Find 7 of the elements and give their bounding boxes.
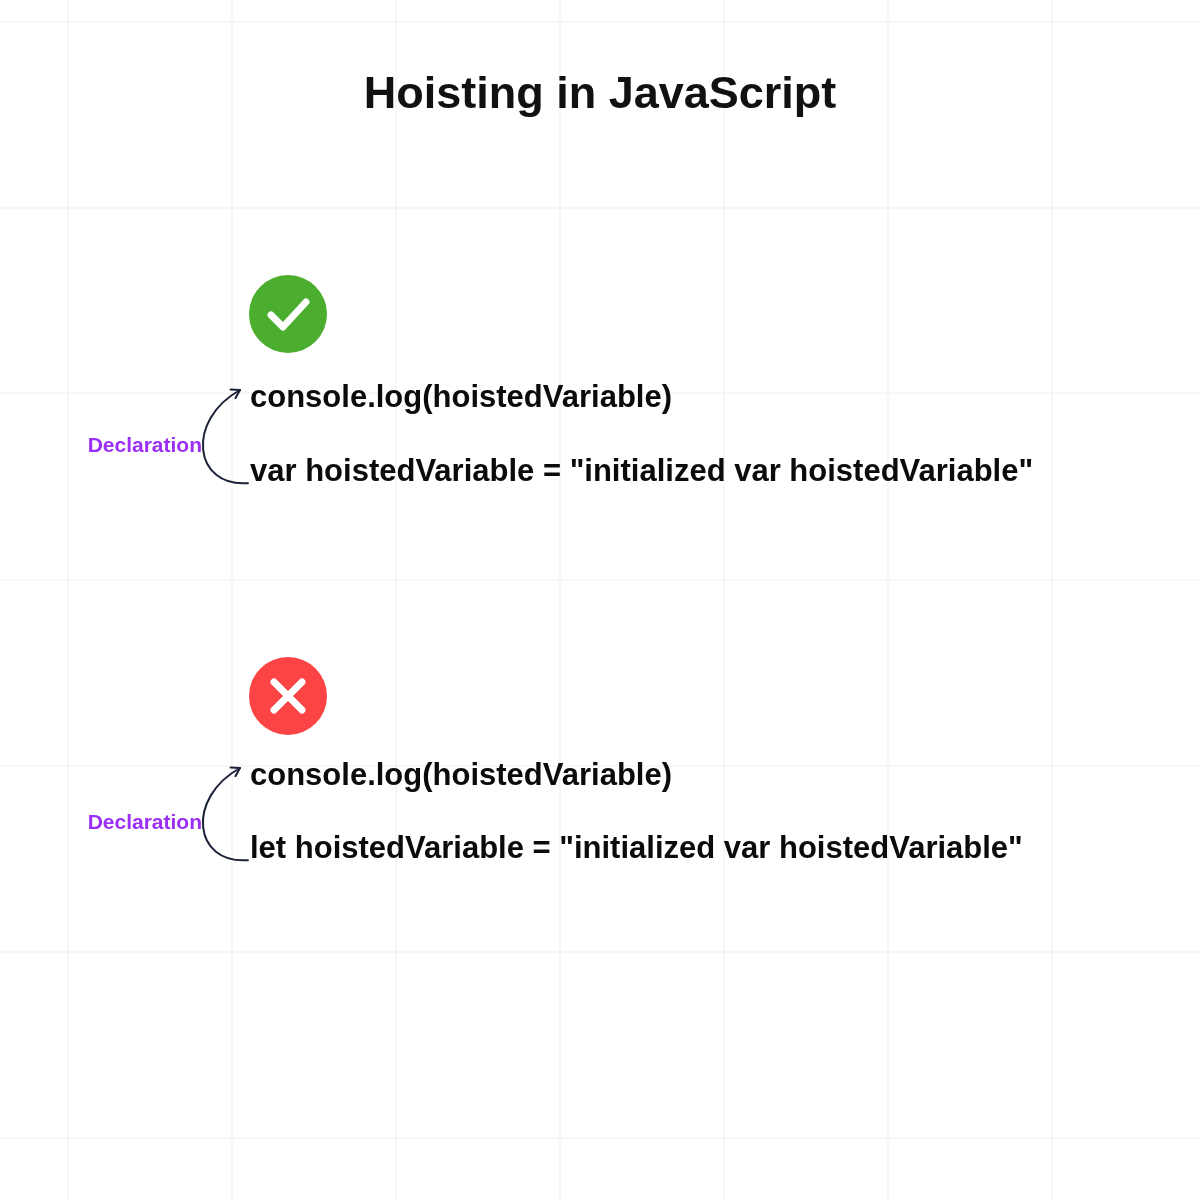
code-line: console.log(hoistedVariable): [250, 378, 673, 416]
diagram-title: Hoisting in JavaScript: [363, 66, 837, 120]
curved-arrow: [202, 767, 249, 862]
curved-arrow: [202, 389, 249, 485]
code-line: var hoistedVariable = "initialized var hoistedVariable": [250, 452, 1034, 490]
code-line: let hoistedVariable = "initialized var hoistedVariable": [250, 829, 1023, 867]
code-line: console.log(hoistedVariable): [250, 756, 673, 794]
